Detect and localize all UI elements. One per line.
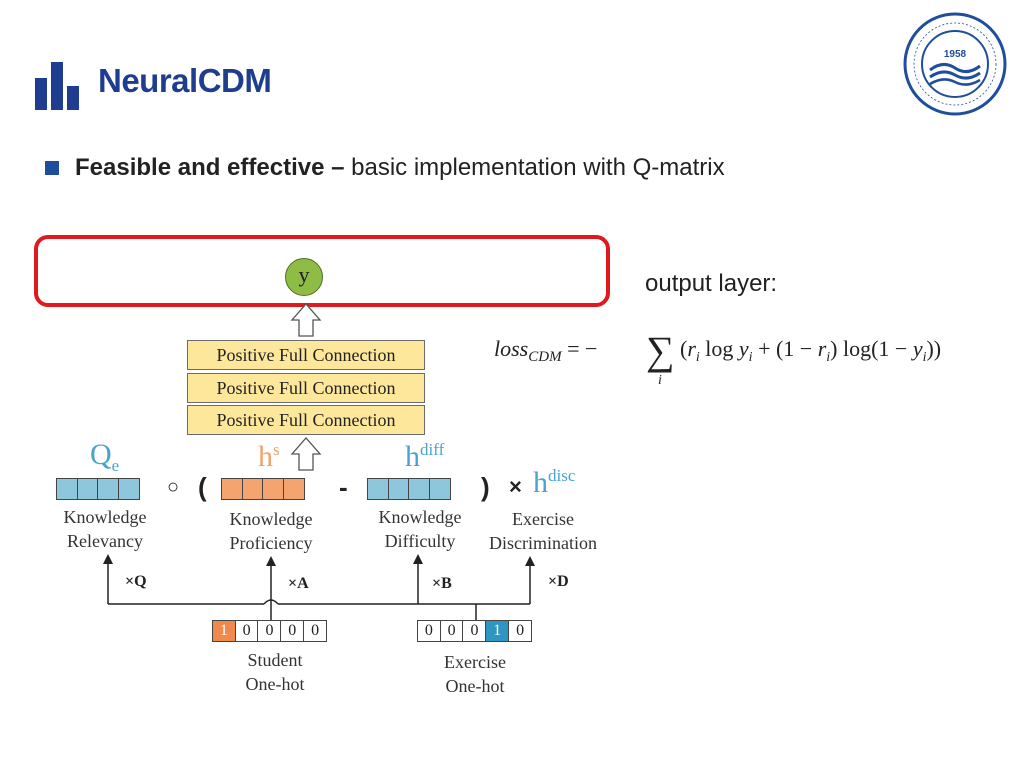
label-line: Student bbox=[247, 650, 303, 670]
student-one-hot: 1 0 0 0 0 bbox=[211, 620, 328, 642]
var-qe-sub: e bbox=[111, 456, 120, 475]
one-hot-bit: 0 bbox=[416, 620, 441, 642]
label-line: Exercise bbox=[444, 652, 506, 672]
var-hdiff-name: h bbox=[405, 440, 420, 473]
university-seal-icon: 1958 bbox=[903, 12, 1007, 116]
one-hot-bit: 1 bbox=[485, 620, 510, 642]
label-student-one-hot: Student One-hot bbox=[210, 648, 340, 696]
vector-cell bbox=[241, 478, 264, 500]
vector-cell bbox=[76, 478, 99, 500]
label-line: Difficulty bbox=[384, 531, 456, 551]
var-hs: hs bbox=[258, 440, 280, 474]
seal-year: 1958 bbox=[944, 49, 967, 60]
vector-cell bbox=[118, 478, 141, 500]
label-line: Relevancy bbox=[67, 531, 143, 551]
one-hot-bit: 0 bbox=[234, 620, 259, 642]
one-hot-bit: 0 bbox=[280, 620, 305, 642]
logo-bars-icon bbox=[35, 62, 79, 110]
vector-cell bbox=[387, 478, 410, 500]
arrow-head-q bbox=[103, 554, 113, 564]
multiplier-b: ×B bbox=[432, 575, 452, 592]
one-hot-bit: 1 bbox=[211, 620, 236, 642]
vector-qe bbox=[55, 478, 141, 500]
label-line: Knowledge bbox=[63, 507, 147, 527]
bus-jump bbox=[263, 599, 279, 605]
op-open-paren: ( bbox=[198, 472, 207, 502]
vector-cell bbox=[366, 478, 389, 500]
vector-hdiff bbox=[366, 478, 452, 500]
fc-layer-3: Positive Full Connection bbox=[187, 405, 425, 435]
one-hot-bit: 0 bbox=[508, 620, 533, 642]
svg-text:i: i bbox=[658, 373, 662, 388]
bullet-line: Feasible and effective – basic implement… bbox=[75, 154, 725, 182]
one-hot-bit: 0 bbox=[439, 620, 464, 642]
vector-cell bbox=[220, 478, 243, 500]
var-hdisc-name: h bbox=[533, 466, 548, 499]
var-qe: Qe bbox=[90, 438, 119, 476]
fc-layer-2: Positive Full Connection bbox=[187, 373, 425, 403]
svg-text:∑: ∑ bbox=[646, 328, 675, 373]
fc-layer-1: Positive Full Connection bbox=[187, 340, 425, 370]
var-hdisc: hdisc bbox=[533, 466, 575, 500]
label-line: One-hot bbox=[245, 674, 305, 694]
op-hadamard: ○ bbox=[167, 476, 180, 498]
op-close-paren: ) bbox=[481, 472, 490, 502]
var-hdiff: hdiff bbox=[405, 440, 444, 474]
var-qe-name: Q bbox=[90, 438, 112, 471]
label-line: Proficiency bbox=[229, 533, 313, 553]
output-layer-highlight bbox=[34, 235, 610, 307]
page-title: NeuralCDM bbox=[98, 62, 272, 99]
vector-cell bbox=[262, 478, 285, 500]
one-hot-bit: 0 bbox=[303, 620, 328, 642]
vector-cell bbox=[283, 478, 306, 500]
var-hdisc-sup: disc bbox=[548, 466, 576, 485]
label-knowledge-proficiency: Knowledge Proficiency bbox=[206, 507, 336, 555]
vector-hs bbox=[220, 478, 306, 500]
label-line: Knowledge bbox=[378, 507, 462, 527]
output-layer-label: output layer: bbox=[645, 270, 778, 297]
multiplier-q: ×Q bbox=[125, 573, 147, 590]
op-times: × bbox=[509, 474, 522, 499]
op-minus: - bbox=[339, 472, 348, 502]
arrow-head-b bbox=[413, 554, 423, 564]
var-hdiff-sup: diff bbox=[420, 440, 445, 459]
exercise-one-hot: 0 0 0 1 0 bbox=[416, 620, 533, 642]
output-node: y bbox=[285, 258, 323, 296]
label-knowledge-difficulty: Knowledge Difficulty bbox=[355, 505, 485, 553]
label-line: One-hot bbox=[445, 676, 505, 696]
label-knowledge-relevancy: Knowledge Relevancy bbox=[40, 505, 170, 553]
multiplier-a: ×A bbox=[288, 575, 309, 592]
label-exercise-one-hot: Exercise One-hot bbox=[410, 650, 540, 698]
arrow-head-a bbox=[266, 556, 276, 566]
loss-formula: lossCDM = − ∑ i (ri log yi + (1 − ri) lo… bbox=[494, 328, 941, 388]
var-hs-name: h bbox=[258, 440, 273, 473]
label-line: Discrimination bbox=[489, 533, 597, 553]
bullet-text: basic implementation with Q-matrix bbox=[351, 154, 725, 181]
bullet-square-icon bbox=[45, 161, 59, 175]
svg-text:lossCDM = −: lossCDM = − bbox=[494, 336, 597, 365]
label-line: Knowledge bbox=[229, 509, 313, 529]
arrow-head-d bbox=[525, 556, 535, 566]
one-hot-bit: 0 bbox=[257, 620, 282, 642]
multiplier-d: ×D bbox=[548, 573, 569, 590]
one-hot-bit: 0 bbox=[462, 620, 487, 642]
bullet-bold-text: Feasible and effective – bbox=[75, 154, 345, 181]
hollow-arrow-to-fc bbox=[290, 437, 322, 471]
hollow-arrow-to-output bbox=[290, 303, 322, 337]
vector-cell bbox=[55, 478, 78, 500]
vector-cell bbox=[408, 478, 431, 500]
var-hs-sup: s bbox=[273, 440, 280, 459]
label-exercise-discrimination: Exercise Discrimination bbox=[476, 507, 610, 555]
svg-text:(ri log yi + (1 − ri) log(1 −: (ri log yi + (1 − ri) log(1 − yi)) bbox=[680, 336, 941, 365]
vector-cell bbox=[97, 478, 120, 500]
label-line: Exercise bbox=[512, 509, 574, 529]
vector-cell bbox=[429, 478, 452, 500]
